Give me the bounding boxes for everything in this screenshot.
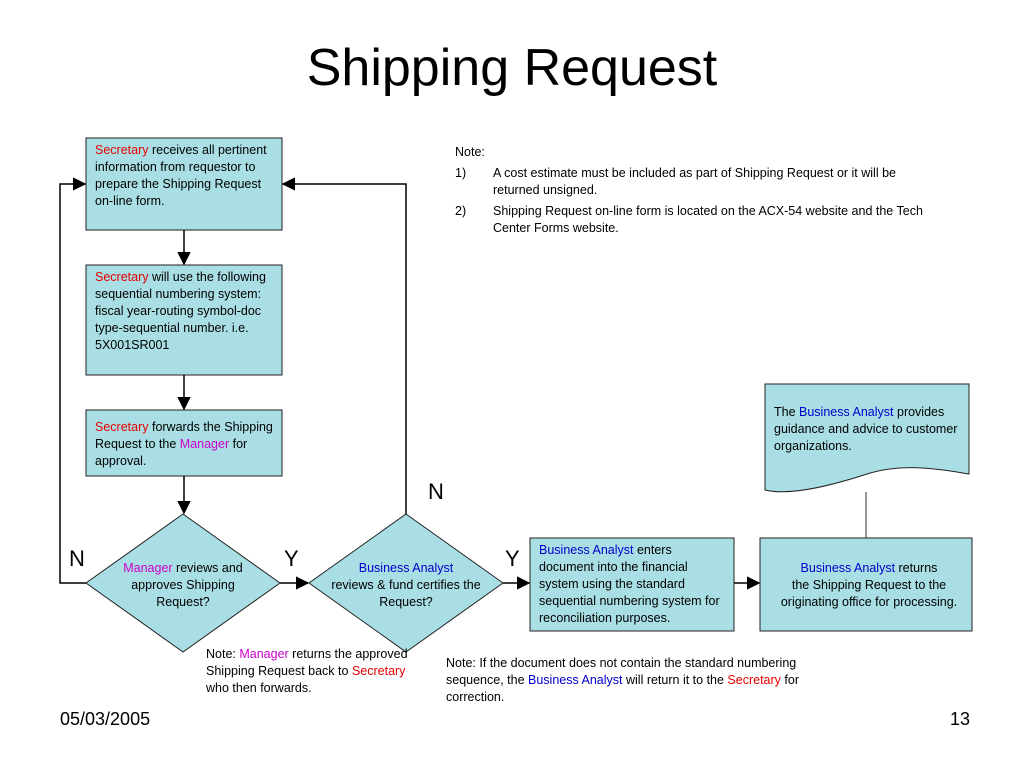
note-text: A cost estimate must be included as part… [493, 166, 896, 197]
step5-actor: Business Analyst [800, 561, 896, 575]
numbering-note-secretary: Secretary [727, 673, 781, 687]
step2-text: Secretary will use the following sequent… [95, 269, 275, 354]
numbering-note-analyst: Business Analyst [528, 673, 623, 687]
step1-body: receives all pertinent information from … [95, 143, 267, 208]
arrow-decision2-no-loop [281, 177, 407, 514]
decision2-actor: Business Analyst [358, 561, 454, 575]
note-item: 2) Shipping Request on-line form is loca… [455, 203, 925, 237]
page-title: Shipping Request [306, 39, 718, 97]
step4-text: Business Analyst enters document into th… [539, 542, 729, 627]
manager-note-text-b: who then forwards. [206, 681, 312, 695]
note-number: 2) [455, 204, 467, 218]
advice-prefix: The [774, 405, 800, 419]
numbering-note: Note: If the document does not contain t… [446, 655, 856, 706]
note-item: 1) A cost estimate must be included as p… [455, 165, 925, 199]
decision1-body: reviews and approves Shipping Request? [131, 561, 243, 609]
footer-date: 05/03/2005 [60, 709, 151, 729]
step2-actor: Secretary [95, 270, 149, 284]
decision1-no-label: N [69, 546, 85, 571]
step1-actor: Secretary [95, 143, 149, 157]
step2-box [85, 264, 283, 376]
advice-document-shape [764, 383, 970, 493]
step5-text: Business Analyst returns the Shipping Re… [764, 560, 974, 611]
step4-actor: Business Analyst [539, 543, 634, 557]
advice-document-text: The Business Analyst provides guidance a… [774, 404, 966, 455]
step4-box [529, 537, 735, 632]
step1-text: Secretary receives all pertinent informa… [95, 142, 275, 210]
step5-body-a: returns [895, 561, 938, 575]
manager-note-manager: Manager [239, 647, 289, 661]
manager-return-note: Note: Manager returns the approved Shipp… [206, 646, 431, 697]
step3-text: Secretary forwards the Shipping Request … [95, 419, 275, 470]
step1-box [85, 137, 283, 231]
decision2-body: reviews & fund certifies the Request? [331, 578, 481, 609]
decision2-no-label: N [428, 479, 444, 504]
numbering-note-prefix: Note: If the document does not contain t… [446, 656, 797, 687]
step4-body: enters document into the financial syste… [539, 543, 720, 625]
decision1-yes-label: Y [284, 546, 299, 571]
step5-body-b: the Shipping Request to the originating … [780, 578, 958, 609]
note-number: 1) [455, 166, 467, 180]
page-number: 13 [949, 709, 970, 729]
step2-body: will use the following sequential number… [95, 270, 266, 352]
step5-box [759, 537, 973, 632]
manager-note-prefix: Note: [206, 647, 240, 661]
decision1-text: Manager reviews and approves Shipping Re… [110, 560, 256, 611]
arrow-decision1-no-loop [59, 177, 87, 584]
decision2-yes-label: Y [505, 546, 520, 571]
notes-header: Note: [455, 145, 485, 159]
step3-actor: Secretary [95, 420, 149, 434]
decision1-actor: Manager [123, 561, 173, 575]
decision1-diamond [85, 513, 281, 653]
notes-panel: Note: 1) A cost estimate must be include… [455, 144, 925, 237]
decision2-text: Business Analyst reviews & fund certifie… [331, 560, 481, 611]
note-text: Shipping Request on-line form is located… [493, 204, 923, 235]
numbering-note-text-a: will return it to the [622, 673, 728, 687]
decision2-diamond [308, 513, 504, 653]
step3-body-a: forwards the Shipping Request to the [95, 420, 273, 451]
advice-actor: Business Analyst [799, 405, 894, 419]
step3-body-b: for approval. [95, 437, 248, 468]
manager-note-secretary: Secretary [351, 664, 406, 678]
manager-note-text-a: returns the approved Shipping Request ba… [206, 647, 408, 678]
advice-body: provides guidance and advice to customer… [774, 405, 958, 453]
numbering-note-text-b: for correction. [446, 673, 799, 704]
step3-manager: Manager [179, 437, 230, 451]
